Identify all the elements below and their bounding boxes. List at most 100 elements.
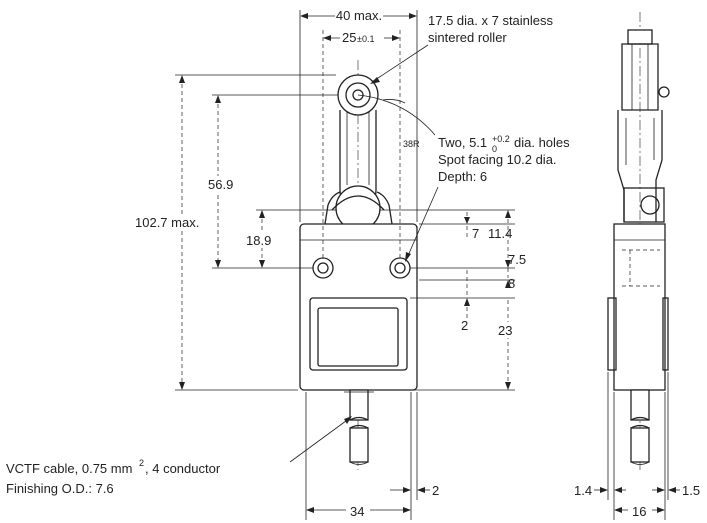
arrow-40-left (300, 13, 308, 19)
hole-note-line1-b: dia. holes (514, 135, 570, 150)
arrow-18-top (259, 210, 265, 218)
mounting-hole-left (317, 262, 329, 274)
radius-leader (382, 99, 406, 104)
arrow-2-h-left (403, 487, 411, 493)
plunger-neck (324, 191, 393, 225)
hole-note-line3: Depth: 6 (438, 169, 487, 184)
front-dimensions: 40 max. 25 ±0.1 17.5 dia. x 7 stainless … (6, 6, 570, 520)
arrow-23-bottom (505, 382, 511, 390)
arrow-1-5-left (657, 487, 665, 493)
roller-note-line1: 17.5 dia. x 7 stainless (428, 13, 554, 28)
arrow-56-top (215, 95, 221, 103)
arrow-56-bottom (215, 260, 221, 268)
label-8: 8 (508, 276, 515, 291)
side-cable-break-top (630, 416, 650, 421)
roller-leader (371, 44, 429, 83)
arrow-11-top (505, 210, 511, 218)
label-102-7-max: 102.7 max. (135, 215, 199, 230)
label-1-4: 1.4 (574, 483, 592, 498)
arrow-7-5 (505, 260, 511, 268)
roller-leader-arrow (370, 77, 380, 84)
side-cable-end (630, 461, 650, 465)
hole-leader (406, 186, 439, 259)
hole-note-line1-sup: +0.2 (492, 134, 510, 144)
bg-23 (496, 322, 520, 338)
label-56-9: 56.9 (208, 177, 233, 192)
arrow-2-h-right (417, 487, 425, 493)
arrow-25-left (323, 35, 331, 41)
label-16: 16 (632, 504, 646, 519)
arrow-102-bottom (179, 382, 185, 390)
cable-leader (289, 417, 351, 463)
cover-inner (317, 307, 399, 367)
label-34: 34 (350, 504, 364, 519)
bg-34 (346, 503, 370, 519)
front-view (299, 60, 436, 470)
cable-note-line1-sup: 2 (139, 458, 144, 468)
label-11-4: 11.4 (488, 226, 512, 241)
bg-18 (244, 232, 276, 248)
hole-note-line1-a: Two, 5.1 (438, 135, 487, 150)
side-cover-left (607, 297, 617, 371)
arrow-25-right (392, 35, 400, 41)
label-38r: 38R (403, 139, 420, 149)
hole-note-line2: Spot facing 10.2 dia. (438, 152, 557, 167)
cover-outer (309, 297, 408, 371)
label-1-5: 1.5 (682, 483, 700, 498)
side-dimensions: 1.4 1.5 16 (574, 372, 700, 520)
bg-102 (133, 214, 211, 230)
side-roller-top (627, 29, 653, 45)
cable-note-line1-b: , 4 conductor (145, 461, 221, 476)
label-2-vertical: 2 (461, 318, 468, 333)
cable-lower (349, 427, 369, 463)
arrow-16-left (614, 507, 622, 513)
cable-upper (349, 389, 369, 421)
hole-note-line1-sub: 0 (492, 144, 497, 154)
cable-break-top (349, 416, 369, 421)
label-18-9: 18.9 (246, 233, 271, 248)
arrow-16-right (657, 507, 665, 513)
bg-56 (206, 176, 238, 192)
roller-mid (345, 82, 371, 108)
side-view (607, 12, 670, 470)
side-cable-break-bottom (630, 424, 650, 429)
cable-end (349, 461, 369, 465)
arrow-34-left (306, 507, 314, 513)
side-lever-inner (625, 118, 655, 165)
cable-break-bottom (349, 424, 369, 429)
arrow-1-5-right (668, 487, 676, 493)
bg-40 (335, 6, 383, 22)
side-roller-block (621, 43, 659, 111)
arrow-7 (464, 217, 470, 224)
mounting-hole-right (394, 262, 406, 274)
label-7: 7 (472, 226, 479, 241)
arrow-18-bottom (259, 260, 265, 268)
side-cable-lower (630, 427, 650, 463)
radius-arc (357, 94, 436, 136)
bg-16 (628, 503, 652, 519)
plunger-cap (331, 195, 385, 211)
arrow-34-right (403, 507, 411, 513)
side-roller-pin (658, 86, 670, 98)
roller-note-line2: sintered roller (428, 30, 507, 45)
cable-note-line1-a: VCTF cable, 0.75 mm (6, 461, 132, 476)
arrow-8 (505, 280, 511, 288)
roller-hub (352, 89, 364, 101)
label-23: 23 (498, 323, 512, 338)
arrow-2-vert (464, 298, 470, 306)
arrow-102-top (179, 75, 185, 83)
arrow-40-right (409, 13, 417, 19)
bg-25 (340, 30, 384, 44)
side-body (613, 223, 666, 391)
label-25-tolerance: ±0.1 (357, 34, 374, 44)
cable-note-line2: Finishing O.D.: 7.6 (6, 481, 114, 496)
side-actuator-block (623, 187, 665, 223)
arrow-1-4-left (600, 487, 608, 493)
lever-inner-lines (346, 110, 370, 185)
hole-leader-arrow (405, 252, 411, 262)
label-7-5: 7.5 (508, 252, 526, 267)
arrow-1-4-right (614, 487, 622, 493)
side-actuator-roller (640, 195, 660, 215)
cable-leader-arrow (344, 416, 352, 424)
